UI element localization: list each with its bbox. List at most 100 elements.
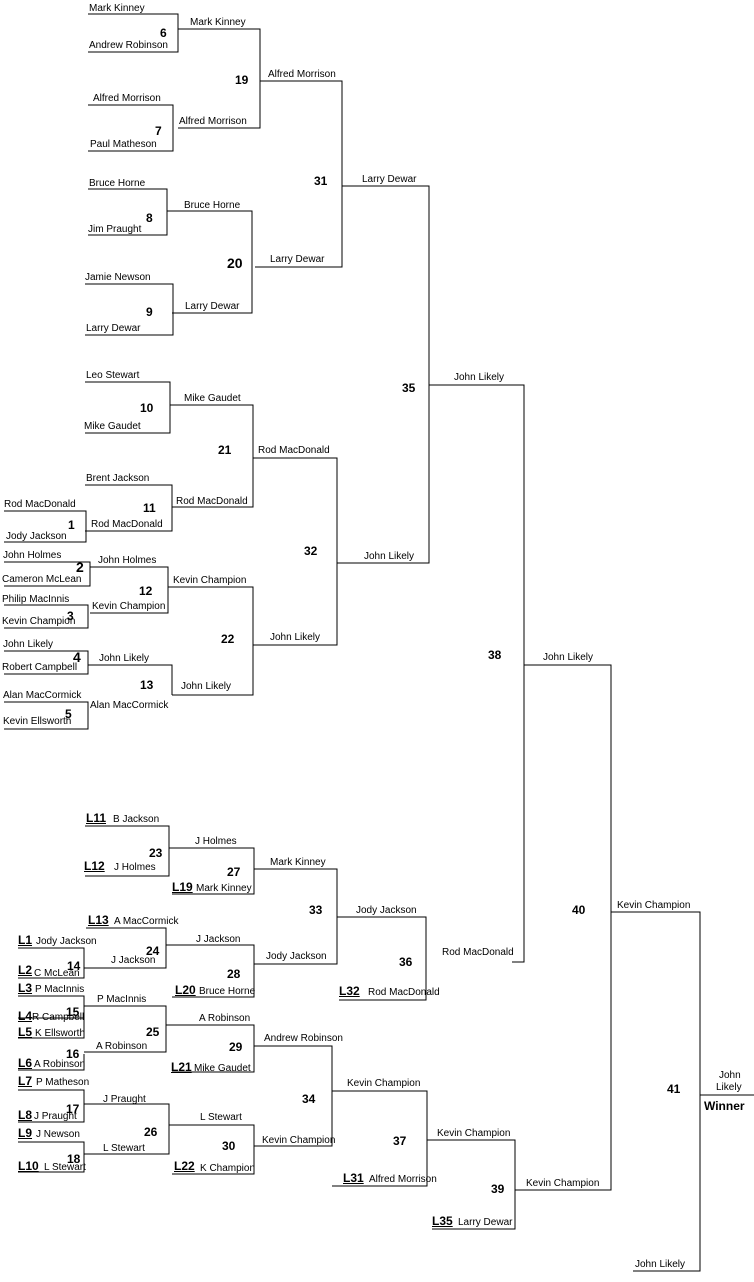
game-number: 29 (229, 1040, 243, 1054)
game-number: 17 (66, 1102, 80, 1116)
player-name: J Holmes (114, 862, 156, 873)
player-name: Andrew Robinson (264, 1033, 343, 1044)
player-name: Rod MacDonald (368, 987, 440, 998)
game-number: 1 (68, 518, 75, 532)
loser-of-game-label: L7 (18, 1074, 33, 1088)
loser-of-game-label: L12 (84, 859, 105, 873)
player-name: John Likely (99, 653, 150, 664)
player-name: John Likely (181, 681, 232, 692)
loser-of-game-label: L5 (18, 1025, 33, 1039)
player-name: Kevin Champion (2, 616, 76, 627)
player-name: Mike Gaudet (194, 1063, 251, 1074)
player-name: Alan MacCormick (3, 690, 82, 701)
player-name: Paul Matheson (90, 139, 157, 150)
player-name: John Likely (635, 1259, 686, 1270)
player-name: A Robinson (34, 1059, 86, 1070)
game-number: 40 (572, 903, 586, 917)
game-number: 5 (65, 707, 72, 721)
loser-of-game-label: L9 (18, 1126, 33, 1140)
game-number: 2 (76, 559, 84, 575)
loser-of-game-label: L35 (432, 1214, 453, 1228)
loser-of-game-label: L2 (18, 963, 33, 977)
player-name: John Holmes (3, 550, 62, 561)
game-number: 11 (143, 501, 156, 515)
game-number: 14 (67, 959, 81, 973)
player-name: Larry Dewar (86, 323, 141, 334)
player-name: Mark Kinney (190, 17, 246, 28)
loser-of-game-label: L31 (343, 1171, 364, 1185)
player-name: Alfred Morrison (369, 1174, 437, 1185)
game-number: 19 (235, 73, 249, 87)
loser-of-game-label: L3 (18, 981, 33, 995)
player-name: Kevin Champion (526, 1178, 600, 1189)
game-number: 37 (393, 1134, 407, 1148)
game-number: 28 (227, 967, 241, 981)
player-name: Kevin Champion (173, 575, 247, 586)
game-number: 32 (304, 544, 318, 558)
loser-of-game-label: L8 (18, 1108, 33, 1122)
player-name: Kevin Ellsworth (3, 716, 72, 727)
player-name: J Holmes (195, 836, 237, 847)
player-name: John Likely (270, 632, 321, 643)
loser-of-game-label: L11 (86, 811, 107, 825)
player-name: John Likely (3, 639, 54, 650)
player-name: Bruce Horne (184, 200, 241, 211)
player-name: Alfred Morrison (93, 93, 161, 104)
game-number: 38 (488, 648, 502, 662)
game-number: 36 (399, 955, 413, 969)
loser-of-game-label: L13 (88, 913, 109, 927)
player-name: John Likely (364, 551, 415, 562)
player-name: Jody Jackson (6, 531, 67, 542)
game-number: 20 (227, 255, 243, 271)
player-name: K Champion (200, 1163, 256, 1174)
loser-of-game-label: L22 (174, 1159, 195, 1173)
game-number: 16 (66, 1047, 80, 1061)
player-name: Alfred Morrison (179, 116, 247, 127)
game-number: 21 (218, 443, 232, 457)
player-name: Kevin Champion (617, 900, 691, 911)
player-name: B Jackson (113, 814, 160, 825)
game-number: 30 (222, 1139, 236, 1153)
player-name: Leo Stewart (86, 370, 140, 381)
game-number: 22 (221, 632, 235, 646)
game-number: 18 (67, 1152, 81, 1166)
game-number: 4 (73, 649, 81, 665)
player-name: J Jackson (196, 934, 241, 945)
game-number: 35 (402, 381, 416, 395)
player-name: J Jackson (111, 955, 156, 966)
player-name: C McLean (34, 968, 80, 979)
game-number: 26 (144, 1125, 158, 1139)
player-name: J Praught (103, 1094, 146, 1105)
player-name: Larry Dewar (270, 254, 325, 265)
player-name: P MacInnis (97, 994, 147, 1005)
game-number: 27 (227, 865, 241, 879)
player-name: P MacInnis (35, 984, 85, 995)
loser-of-game-label: L6 (18, 1056, 33, 1070)
player-name: Mike Gaudet (184, 393, 241, 404)
game-number: 15 (66, 1005, 80, 1019)
player-name: John Holmes (98, 555, 157, 566)
player-name: P Matheson (36, 1077, 90, 1088)
player-name: J Newson (36, 1129, 80, 1140)
player-name: A MacCormick (114, 916, 179, 927)
loser-of-game-label: L21 (171, 1060, 192, 1074)
loser-of-game-label: L19 (172, 880, 193, 894)
game-number: 12 (139, 584, 153, 598)
player-name: Mark Kinney (89, 3, 145, 14)
player-name: L Stewart (44, 1162, 86, 1173)
game-number: 25 (146, 1025, 160, 1039)
player-name: Jody Jackson (266, 951, 327, 962)
player-name: Cameron McLean (2, 574, 82, 585)
player-name: Rod MacDonald (4, 499, 76, 510)
player-name: Larry Dewar (458, 1217, 513, 1228)
player-name: Mark Kinney (270, 857, 326, 868)
player-name: Rod MacDonald (442, 947, 514, 958)
player-name: Jody Jackson (356, 905, 417, 916)
player-name: Rod MacDonald (258, 445, 330, 456)
winner-label: Winner (704, 1099, 745, 1113)
player-name: Kevin Champion (92, 601, 166, 612)
player-name: Philip MacInnis (2, 594, 70, 605)
game-number: 10 (140, 401, 154, 415)
player-name: John Likely (454, 372, 505, 383)
